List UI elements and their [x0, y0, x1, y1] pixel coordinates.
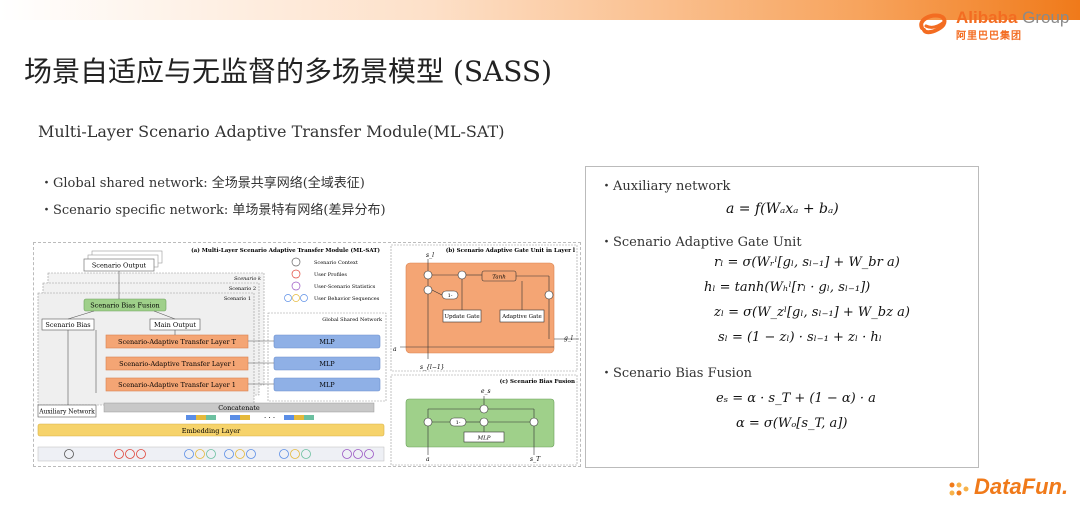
- panel-b-title: (b) Scenario Adaptive Gate Unit in Layer…: [446, 247, 575, 254]
- fusion-one-minus-label: 1-: [456, 420, 461, 426]
- bullet-global-shared: ・Global shared network: 全场景共享网络(全域表征): [40, 176, 365, 191]
- datafun-dots-icon: [949, 482, 969, 496]
- multiply-op-icon: [457, 270, 467, 280]
- concatenate-label: Concatenate: [218, 404, 260, 412]
- legend-user-scenario-stats: User-Scenario Statistics: [314, 284, 376, 290]
- s-l-minus-1-label: s_{l−1}: [420, 364, 445, 371]
- alibaba-logo-text: Alibaba Group: [956, 8, 1070, 27]
- transfer-layer-1-label: Scenario-Adaptive Transfer Layer 1: [118, 381, 236, 389]
- legend-user-behavior: User Behavior Sequences: [314, 296, 380, 302]
- mlp-label: MLP: [319, 338, 335, 346]
- gate-wires: [400, 259, 579, 359]
- architecture-diagram: (a) Multi-Layer Scenario Adaptive Transf…: [33, 242, 581, 467]
- input-features-bar: [37, 446, 385, 462]
- datafun-logo: DataFun.: [948, 474, 1068, 504]
- embedding-layer-label: Embedding Layer: [182, 427, 241, 435]
- mlp-box-top: [273, 334, 381, 349]
- legend-behavior-icon: [300, 294, 308, 302]
- mlp-box-bottom: [273, 377, 381, 392]
- fusion-mlp-label: MLP: [477, 436, 491, 442]
- auxiliary-network-label: Auxiliary Network: [38, 409, 95, 416]
- top-gradient-bar: [0, 0, 1080, 20]
- s-T-label: s_T: [530, 456, 541, 463]
- architecture-diagram-svg: (a) Multi-Layer Scenario Adaptive Transf…: [37, 244, 579, 466]
- alibaba-logo-cn: 阿里巴巴集团: [956, 31, 1022, 42]
- page-subtitle: Multi-Layer Scenario Adaptive Transfer M…: [38, 122, 505, 141]
- gate-equation-h: hₗ = tanh(Wₕˡ[rₗ · gₗ, sₗ₋₁]): [704, 280, 871, 295]
- fusion-wires: [427, 396, 535, 455]
- main-output-label: Main Output: [154, 321, 196, 329]
- arrow-line: [67, 310, 95, 320]
- add-op-icon: [479, 404, 489, 414]
- one-minus-label: 1-: [448, 293, 453, 299]
- ellipsis-label: · · ·: [264, 414, 275, 422]
- legend-scenario-context: Scenario Context: [314, 260, 358, 266]
- sigmoid-op-icon: [479, 417, 489, 427]
- legend-scenario-context-icon: [291, 257, 301, 267]
- e-s-label: e_s: [481, 388, 491, 395]
- bias-fusion-heading: ・Scenario Bias Fusion: [600, 366, 753, 381]
- gate-equation-z: zₗ = σ(W_zˡ[gₗ, sₗ₋₁] + W_bz a): [714, 305, 910, 320]
- page-title: 场景自适应与无监督的多场景模型 (SASS): [24, 55, 553, 88]
- fusion-equation-e: eₛ = α · s_T + (1 − α) · a: [716, 391, 876, 406]
- gate-unit-box: [405, 262, 555, 354]
- fusion-a-label: a: [426, 456, 430, 463]
- transfer-layer-T: [105, 334, 249, 349]
- scenario-1-label: Scenario 1: [224, 296, 251, 302]
- scenario-output-label: Scenario Output: [92, 262, 147, 270]
- add-op-icon: [423, 270, 433, 280]
- panel-a-title: (a) Multi-Layer Scenario Adaptive Transf…: [191, 247, 380, 254]
- input-feature-circles: [64, 449, 374, 459]
- feature-strips: [186, 415, 314, 420]
- update-gate-label: Update Gate: [444, 314, 479, 320]
- gate-equation-s: sₗ = (1 − zₗ) · sₗ₋₁ + zₗ · hₗ: [718, 330, 882, 345]
- multiply-op-icon: [423, 285, 433, 295]
- datafun-logo-text: DataFun.: [974, 474, 1069, 499]
- mlp-box-middle: [273, 356, 381, 371]
- multiply-op-icon: [423, 417, 433, 427]
- a-input-label: a: [393, 346, 397, 353]
- adaptive-gate-label: Adaptive Gate: [501, 314, 542, 320]
- transfer-layer-l: [105, 356, 249, 371]
- legend-behavior-icon: [292, 294, 300, 302]
- embedding-layer-bar: [37, 423, 385, 437]
- scenario-k-label: Scenario k: [234, 276, 261, 282]
- alibaba-smile-icon: [919, 13, 947, 35]
- panel-c-title: (c) Scenario Bias Fusion: [500, 378, 575, 385]
- auxiliary-network-heading: ・Auxiliary network: [600, 179, 731, 194]
- transfer-layer-l-label: Scenario-Adaptive Transfer Layer l: [119, 360, 235, 368]
- scenario-bias-fusion-label: Scenario Bias Fusion: [90, 302, 160, 310]
- mlp-label: MLP: [319, 381, 335, 389]
- s-l-label: s_l: [426, 252, 434, 259]
- mlp-label: MLP: [319, 360, 335, 368]
- legend-user-profiles: User Profiles: [314, 272, 347, 278]
- gate-equation-r: rₗ = σ(Wᵣˡ[gₗ, sₗ₋₁] + W_br a): [714, 255, 900, 270]
- gate-unit-heading: ・Scenario Adaptive Gate Unit: [600, 235, 802, 250]
- transfer-layer-T-label: Scenario-Adaptive Transfer Layer T: [118, 338, 237, 346]
- scenario-bias-fusion-box: [83, 298, 167, 312]
- legend-user-scenario-stats-icon: [291, 281, 301, 291]
- legend-behavior-icon: [284, 294, 292, 302]
- formulas-panel: ・Auxiliary network a = f(Wₐxₐ + bₐ) ・Sce…: [585, 166, 979, 468]
- tanh-label: Tanh: [492, 275, 506, 281]
- bullet-scenario-specific: ・Scenario specific network: 单场景特有网络(差异分布…: [40, 203, 386, 218]
- transfer-layer-1: [105, 377, 249, 392]
- multiply-op-icon: [529, 417, 539, 427]
- auxiliary-network-equation: a = f(Wₐxₐ + bₐ): [726, 201, 839, 217]
- g-l-label: g_l: [564, 335, 573, 342]
- auxiliary-network-box: [37, 404, 97, 418]
- scenario-2-label: Scenario 2: [229, 286, 256, 292]
- legend-user-profiles-icon: [291, 269, 301, 279]
- arrow-line: [153, 310, 176, 320]
- multiply-op-icon: [544, 290, 554, 300]
- fusion-equation-alpha: α = σ(Wₒ[s_T, a]): [736, 416, 848, 431]
- global-shared-network-label: Global Shared Network: [322, 317, 383, 323]
- concatenate-bar: [103, 402, 375, 413]
- scenario-bias-label: Scenario Bias: [45, 321, 90, 329]
- alibaba-logo: Alibaba Group 阿里巴巴集团: [916, 8, 1070, 42]
